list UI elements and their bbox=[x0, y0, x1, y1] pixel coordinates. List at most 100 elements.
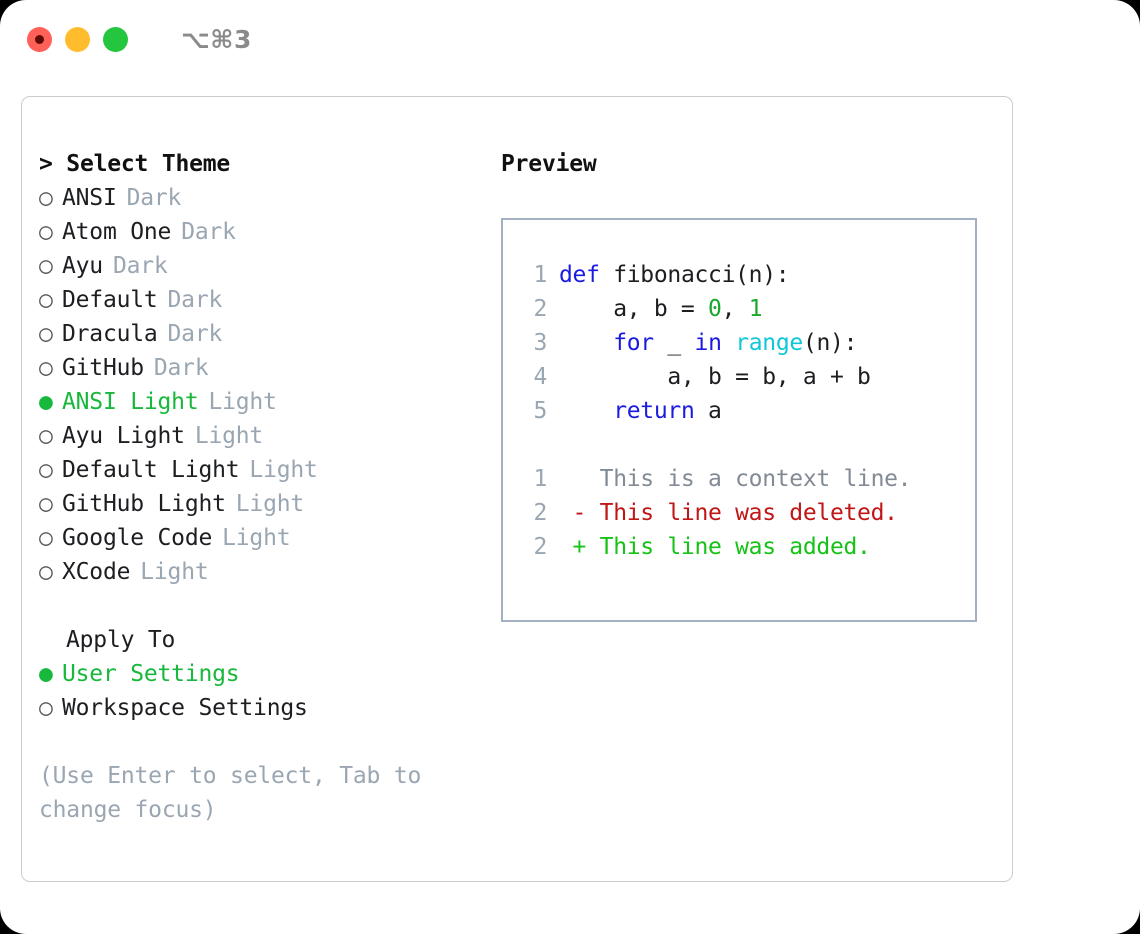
apply-to-option-label: User Settings bbox=[62, 661, 240, 687]
theme-option-label: ANSI Light bbox=[62, 389, 199, 415]
code-token: 0 bbox=[708, 296, 722, 322]
close-button[interactable] bbox=[27, 26, 52, 52]
radio-unselected-icon: ○ bbox=[39, 321, 53, 347]
code-spacer bbox=[519, 428, 911, 462]
line-number: 4 bbox=[533, 364, 547, 390]
theme-option-label: Google Code bbox=[62, 525, 213, 551]
apply-to-heading: Apply To bbox=[66, 627, 176, 653]
spacer bbox=[39, 589, 499, 623]
code-token: - This line was deleted. bbox=[559, 500, 898, 526]
apply-to-option-user-settings[interactable]: ● User Settings bbox=[39, 657, 499, 691]
code-token bbox=[559, 398, 613, 424]
code-token: in bbox=[694, 330, 722, 356]
code-line: 2 a, b = 0, 1 bbox=[519, 292, 911, 326]
theme-option-ansi-light[interactable]: ● ANSI Light Light bbox=[39, 385, 499, 419]
radio-selected-icon: ● bbox=[39, 661, 53, 687]
theme-option-default-light[interactable]: ○ Default Light Light bbox=[39, 453, 499, 487]
theme-option-label: Default bbox=[62, 287, 158, 313]
code-line: 2 - This line was deleted. bbox=[519, 496, 911, 530]
code-token: (n): bbox=[802, 330, 858, 356]
line-number: 2 bbox=[533, 534, 547, 560]
code-line: 1 def fibonacci(n): bbox=[519, 258, 911, 292]
theme-variant-tag: Light bbox=[235, 491, 305, 517]
code-token: a, b = bbox=[559, 296, 709, 322]
theme-variant-tag: Dark bbox=[181, 219, 236, 245]
select-theme-heading: > Select Theme bbox=[39, 151, 231, 177]
minimize-button[interactable] bbox=[65, 26, 90, 52]
theme-variant-tag: Dark bbox=[112, 253, 168, 279]
code-line: 4 a, b = b, a + b bbox=[519, 360, 911, 394]
keyboard-shortcut-label: ⌥⌘3 bbox=[181, 24, 252, 54]
code-token: This is a context line. bbox=[559, 466, 912, 492]
radio-unselected-icon: ○ bbox=[39, 559, 53, 585]
code-line: 2 + This line was added. bbox=[519, 530, 911, 564]
theme-variant-tag: Dark bbox=[167, 321, 223, 347]
theme-variant-tag: Dark bbox=[153, 355, 209, 381]
code-token: + This line was added. bbox=[559, 534, 871, 560]
apply-to-option-workspace-settings[interactable]: ○ Workspace Settings bbox=[39, 691, 499, 725]
theme-option-ayu[interactable]: ○ Ayu Dark bbox=[39, 249, 499, 283]
code-token: , bbox=[721, 296, 749, 322]
code-token bbox=[722, 330, 736, 356]
code-token: a, b = b, a + b bbox=[559, 364, 871, 390]
apply-to-option-list[interactable]: ● User Settings ○ Workspace Settings bbox=[39, 657, 499, 725]
apply-to-option-label: Workspace Settings bbox=[62, 695, 308, 721]
code-text: return a bbox=[559, 394, 722, 428]
theme-option-label: Default Light bbox=[62, 457, 240, 483]
radio-unselected-icon: ○ bbox=[39, 695, 53, 721]
radio-unselected-icon: ○ bbox=[39, 253, 53, 279]
theme-option-ayu-light[interactable]: ○ Ayu Light Light bbox=[39, 419, 499, 453]
radio-unselected-icon: ○ bbox=[39, 457, 53, 483]
line-number: 2 bbox=[533, 500, 547, 526]
keyboard-hint-text: (Use Enter to select, Tab to change focu… bbox=[39, 763, 435, 823]
code-text: a, b = b, a + b bbox=[559, 360, 871, 394]
theme-variant-tag: Light bbox=[194, 423, 264, 449]
line-number: 1 bbox=[533, 466, 547, 492]
radio-unselected-icon: ○ bbox=[39, 423, 53, 449]
radio-unselected-icon: ○ bbox=[39, 491, 53, 517]
code-text: This is a context line. bbox=[559, 462, 912, 496]
code-token: _ bbox=[653, 330, 695, 356]
theme-variant-tag: Dark bbox=[126, 185, 182, 211]
code-line: 5 return a bbox=[519, 394, 911, 428]
theme-option-github[interactable]: ○ GitHub Dark bbox=[39, 351, 499, 385]
theme-variant-tag: Light bbox=[208, 389, 277, 415]
code-text: def fibonacci(n): bbox=[559, 258, 790, 292]
code-token: fibonacci(n): bbox=[599, 262, 790, 288]
preview-heading: Preview bbox=[501, 151, 597, 177]
theme-option-label: GitHub Light bbox=[62, 491, 226, 517]
theme-option-label: Ayu Light bbox=[62, 423, 185, 449]
theme-option-github-light[interactable]: ○ GitHub Light Light bbox=[39, 487, 499, 521]
radio-unselected-icon: ○ bbox=[39, 219, 53, 245]
code-token: def bbox=[559, 262, 600, 288]
radio-unselected-icon: ○ bbox=[39, 355, 53, 381]
code-token bbox=[559, 330, 613, 356]
code-token: for bbox=[613, 330, 654, 356]
maximize-button[interactable] bbox=[103, 26, 128, 52]
line-number: 1 bbox=[533, 262, 547, 288]
line-number: 2 bbox=[533, 296, 547, 322]
theme-variant-tag: Dark bbox=[167, 287, 223, 313]
window-controls bbox=[27, 26, 128, 52]
theme-option-label: XCode bbox=[62, 559, 131, 585]
line-number: 3 bbox=[533, 330, 547, 356]
theme-option-label: Ayu bbox=[62, 253, 103, 279]
code-token: range bbox=[735, 330, 803, 356]
theme-variant-tag: Light bbox=[222, 525, 291, 551]
theme-option-label: GitHub bbox=[62, 355, 144, 381]
theme-option-label: ANSI bbox=[62, 185, 117, 211]
code-line: 3 for _ in range(n): bbox=[519, 326, 911, 360]
code-token: a bbox=[694, 398, 722, 424]
radio-selected-icon: ● bbox=[39, 389, 53, 415]
theme-variant-tag: Light bbox=[249, 457, 318, 483]
